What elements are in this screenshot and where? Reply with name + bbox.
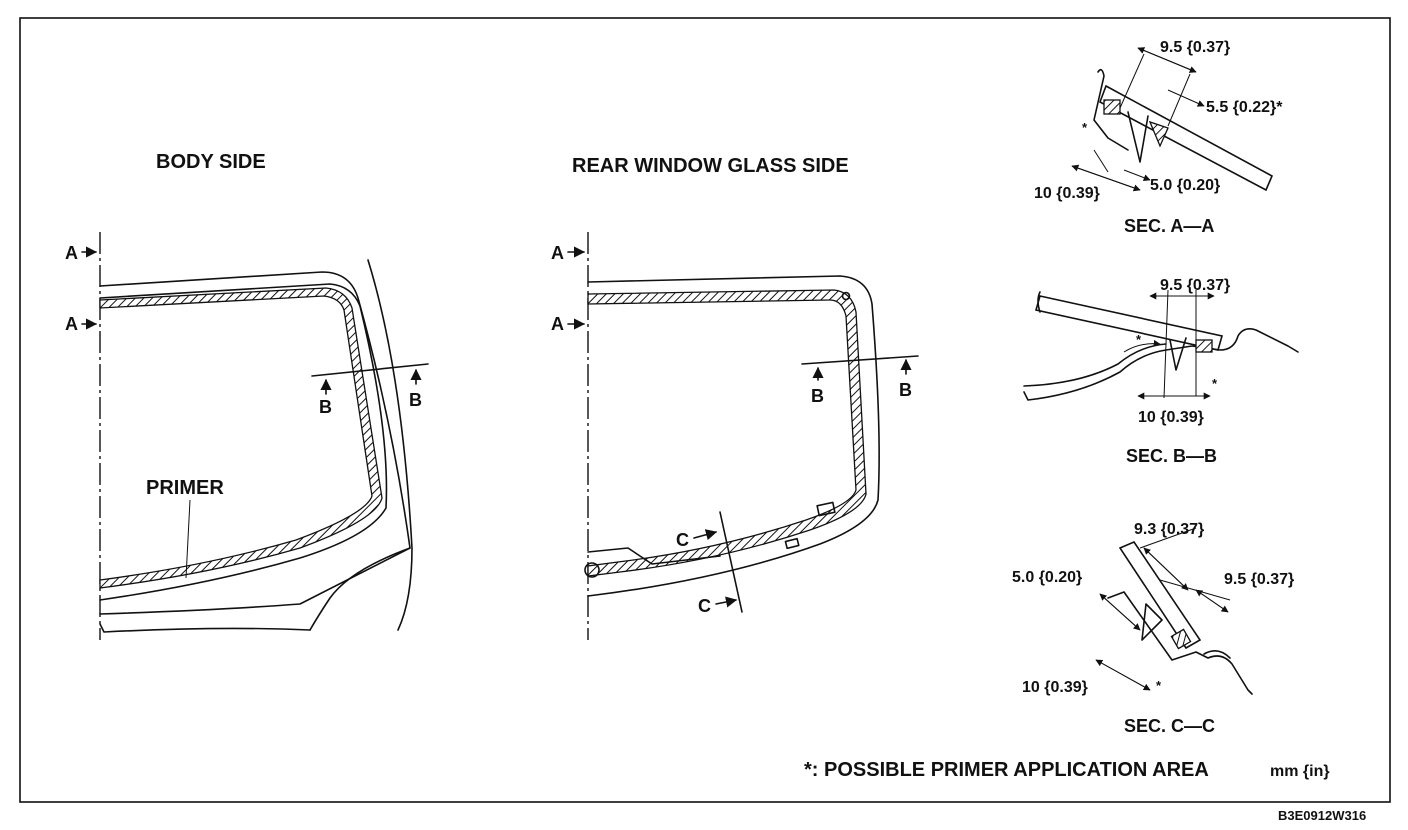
section-bb: 9.5 {0.37} 10 {0.39} * * SEC. B—B <box>1023 277 1299 466</box>
glass-marker-b-left: B <box>811 386 824 406</box>
bb-body-inner <box>1023 343 1167 387</box>
marker-a-upper: A <box>65 243 78 263</box>
section-cc: 9.3 {0.37} 9.5 {0.37} 5.0 {0.20} 10 {0.3… <box>1012 521 1294 736</box>
aa-title: SEC. A—A <box>1124 216 1214 236</box>
primer-leader-line <box>185 499 191 579</box>
cc-dim-left: 5.0 {0.20} <box>1012 569 1082 586</box>
bb-dim-top: 9.5 {0.37} <box>1160 277 1230 294</box>
cc-title: SEC. C—C <box>1124 716 1215 736</box>
bb-dam <box>1195 339 1213 353</box>
cc-bead <box>1141 603 1163 641</box>
figure-frame <box>19 17 1391 803</box>
bb-body-panel <box>1023 328 1299 401</box>
figure-code: B3E0912W316 <box>1278 808 1366 823</box>
section-aa: 9.5 {0.37} 5.5 {0.22}* 5.0 {0.20} 10 {0.… <box>1034 39 1283 236</box>
bumper-line <box>99 623 311 633</box>
bb-asterisk-right: * <box>1212 376 1218 391</box>
aa-primer <box>1148 120 1169 148</box>
cc-asterisk: * <box>1156 678 1162 693</box>
glass-lower-molding <box>587 547 721 565</box>
glass-corner-pin <box>841 291 851 301</box>
cc-dim-top: 9.3 {0.37} <box>1134 521 1204 538</box>
bb-glass <box>1034 295 1224 351</box>
glass-marker-b-right: B <box>899 380 912 400</box>
marker-c-lower: C <box>698 596 711 616</box>
glass-outline <box>587 275 880 597</box>
aa-dam <box>1103 99 1121 115</box>
section-b-line <box>311 363 429 377</box>
glass-lower-clip <box>584 562 600 578</box>
cc-dam <box>1170 628 1192 650</box>
bb-title: SEC. B—B <box>1126 446 1217 466</box>
section-c-line <box>719 511 743 613</box>
bb-bead <box>1169 337 1187 371</box>
glass-primer-band <box>587 289 867 577</box>
cc-dim-right: 9.5 {0.37} <box>1224 571 1294 588</box>
glass-spacer-1 <box>816 501 836 517</box>
aa-bead <box>1127 111 1149 163</box>
glass-marker-a-upper: A <box>551 243 564 263</box>
marker-c-upper: C <box>676 530 689 550</box>
body-primer-band <box>99 287 383 589</box>
glass-side-title: REAR WINDOW GLASS SIDE <box>572 155 849 177</box>
cc-dim-bottom: 10 {0.39} <box>1022 679 1088 696</box>
glass-side-view: REAR WINDOW GLASS SIDE A A B B C C <box>551 155 919 640</box>
marker-b-right: B <box>409 390 422 410</box>
bb-asterisk-left: * <box>1136 332 1142 347</box>
aa-dim-bottom-left: 10 {0.39} <box>1034 185 1100 202</box>
aa-glass <box>1099 84 1274 192</box>
quarter-panel-edge <box>367 259 413 631</box>
aa-dim-top: 9.5 {0.37} <box>1160 39 1230 56</box>
marker-b-left: B <box>319 397 332 417</box>
aa-body-flange <box>1093 68 1129 151</box>
body-side-title: BODY SIDE <box>156 151 266 173</box>
glass-spacer-2 <box>784 537 800 550</box>
glass-section-b-line <box>801 355 919 365</box>
body-flange-line <box>99 283 388 601</box>
footer-note: *: POSSIBLE PRIMER APPLICATION AREA <box>804 759 1209 781</box>
glass-marker-a-lower: A <box>551 314 564 334</box>
primer-label: PRIMER <box>146 477 224 499</box>
aa-dim-bottom-right: 5.0 {0.20} <box>1150 177 1220 194</box>
cc-body-panel <box>1107 591 1253 695</box>
aa-asterisk: * <box>1082 120 1088 135</box>
units-label: mm {in} <box>1270 763 1330 780</box>
aa-dim-right: 5.5 {0.22}* <box>1206 99 1283 116</box>
marker-a-lower: A <box>65 314 78 334</box>
quarter-panel-inner <box>309 547 411 631</box>
bb-dim-bottom: 10 {0.39} <box>1138 409 1204 426</box>
cc-glass <box>1118 541 1202 650</box>
body-side-view: BODY SIDE A A B B PRIMER <box>65 151 429 640</box>
body-opening-outline <box>99 271 411 615</box>
